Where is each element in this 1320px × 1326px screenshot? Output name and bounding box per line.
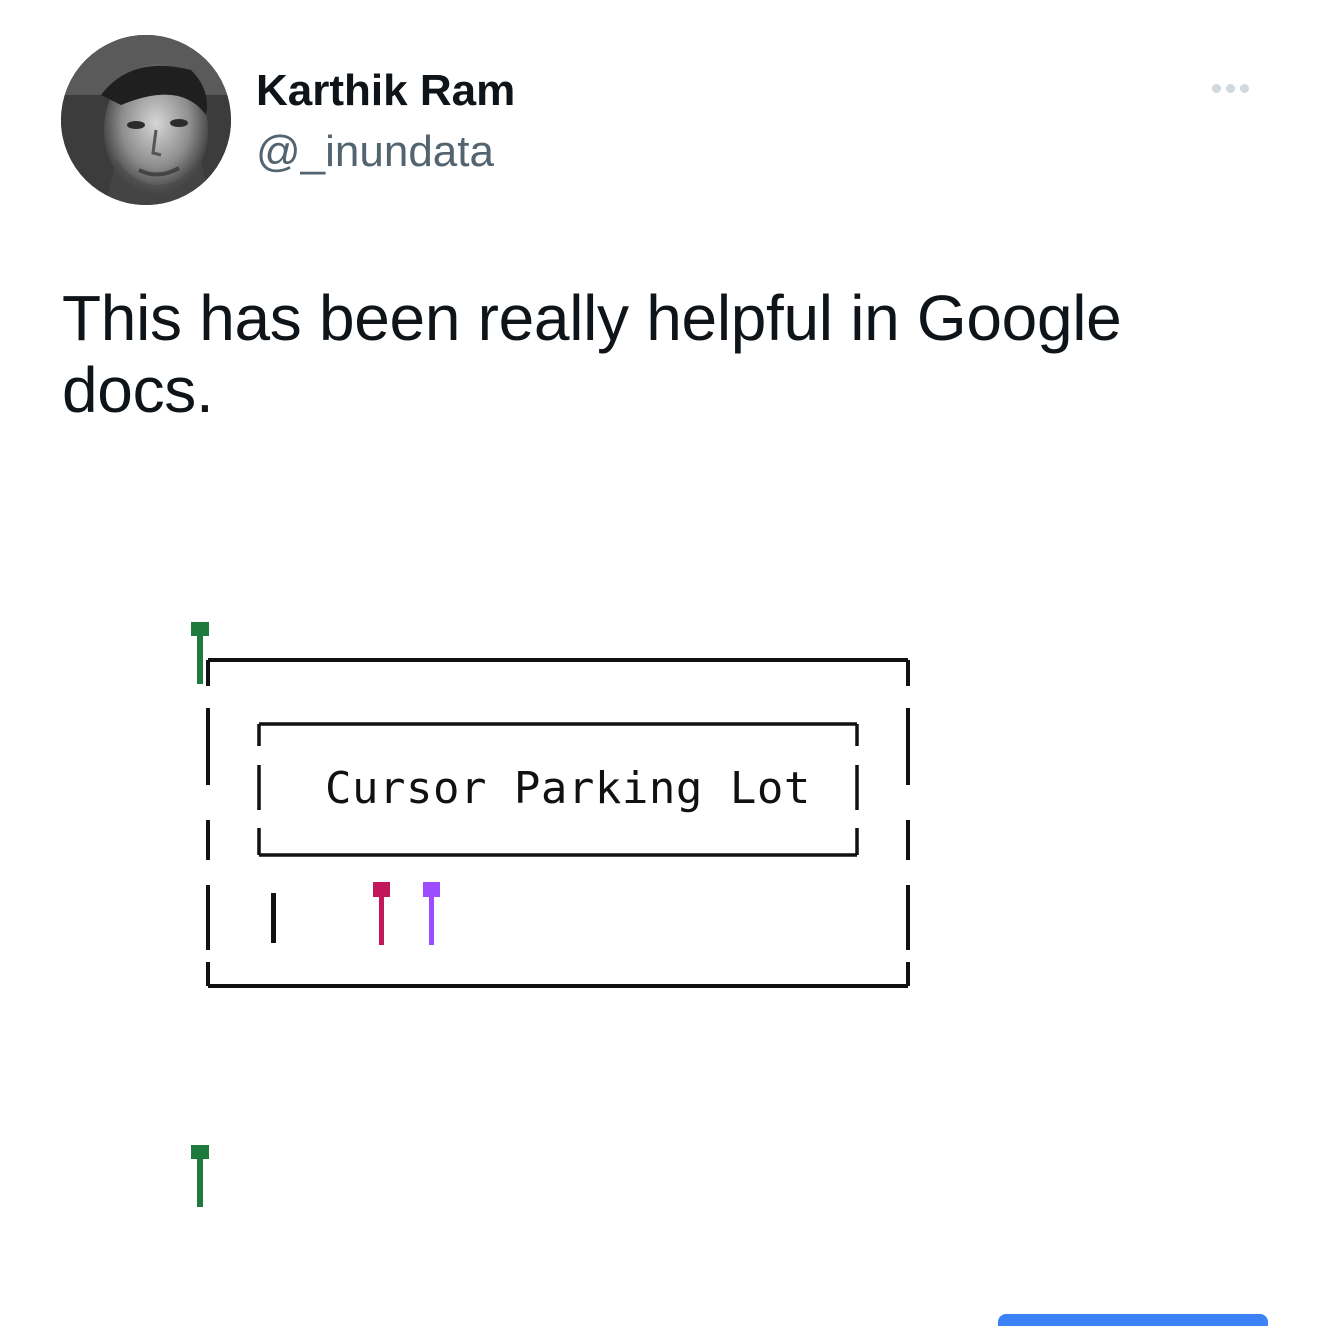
parking-lot-label: Cursor Parking Lot [325,763,811,814]
tweet-image[interactable]: Cursor Parking Lot [0,600,1320,1240]
green-cursor-bottom [191,1145,209,1207]
green-cursor-top [191,622,209,684]
black-text-cursor [271,893,276,943]
outer-box [206,658,910,988]
inner-box [257,722,859,857]
cursor-diagram [191,622,910,1207]
avatar[interactable] [61,35,231,205]
author-handle[interactable]: @_inundata [256,127,494,176]
more-options-button[interactable] [1200,70,1260,106]
more-dots-icon [1211,83,1221,93]
purple-cursor [423,882,440,945]
profile-photo-icon [61,35,231,205]
tweet-text-line: This has been really helpful in Google [62,282,1122,354]
author-display-name[interactable]: Karthik Ram [256,66,516,115]
magenta-cursor [373,882,390,945]
more-dots-icon [1225,83,1235,93]
more-dots-icon [1239,83,1249,93]
tweet-text-line: docs. [62,354,214,426]
bottom-accent-button[interactable] [998,1314,1268,1326]
tweet-text: This has been really helpful in Google d… [62,282,1252,426]
